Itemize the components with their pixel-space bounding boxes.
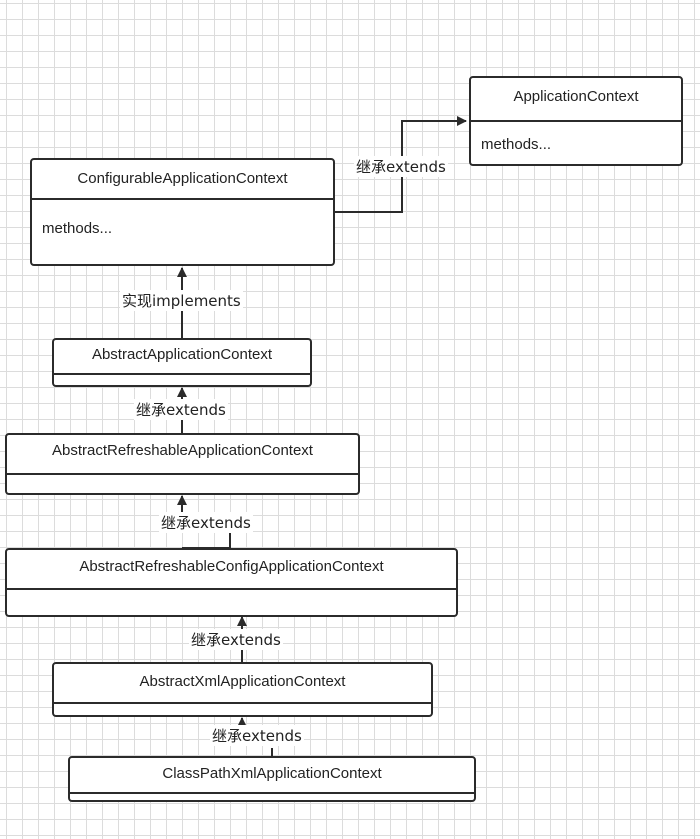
edge-label-abstract-to-configurable: 实现implements bbox=[120, 290, 243, 311]
class-name: AbstractRefreshableApplicationContext bbox=[52, 442, 313, 459]
class-body: methods... bbox=[42, 220, 113, 237]
class-configurable-application-context[interactable]: ConfigurableApplicationContext methods..… bbox=[30, 158, 335, 266]
class-divider bbox=[471, 120, 681, 122]
edge-label-refreshable-config-to-refreshable: 继承extends bbox=[159, 512, 253, 533]
class-name: AbstractXmlApplicationContext bbox=[139, 673, 346, 690]
class-abstract-refreshable-config-application-context[interactable]: AbstractRefreshableConfigApplicationCont… bbox=[5, 548, 458, 617]
class-name: AbstractRefreshableConfigApplicationCont… bbox=[79, 558, 384, 575]
class-divider bbox=[7, 588, 456, 590]
edge-label-refreshable-to-abstract: 继承extends bbox=[134, 399, 228, 420]
class-divider bbox=[7, 473, 358, 475]
edge-label-configurable-to-application: 继承extends bbox=[354, 156, 448, 177]
class-name: ConfigurableApplicationContext bbox=[77, 170, 288, 187]
class-abstract-xml-application-context[interactable]: AbstractXmlApplicationContext bbox=[52, 662, 433, 717]
class-divider bbox=[54, 702, 431, 704]
class-body: methods... bbox=[481, 136, 552, 153]
edge-label-classpath-to-xml: 继承extends bbox=[210, 725, 304, 746]
class-name: ClassPathXmlApplicationContext bbox=[162, 765, 382, 782]
class-name: ApplicationContext bbox=[513, 88, 639, 105]
class-application-context[interactable]: ApplicationContext methods... bbox=[469, 76, 683, 166]
class-divider bbox=[54, 373, 310, 375]
class-abstract-refreshable-application-context[interactable]: AbstractRefreshableApplicationContext bbox=[5, 433, 360, 495]
class-classpath-xml-application-context[interactable]: ClassPathXmlApplicationContext bbox=[68, 756, 476, 802]
class-divider bbox=[70, 792, 474, 794]
class-divider bbox=[32, 198, 333, 200]
edge-label-xml-to-refreshable-config: 继承extends bbox=[189, 629, 283, 650]
class-name: AbstractApplicationContext bbox=[91, 346, 273, 363]
class-abstract-application-context[interactable]: AbstractApplicationContext bbox=[52, 338, 312, 387]
